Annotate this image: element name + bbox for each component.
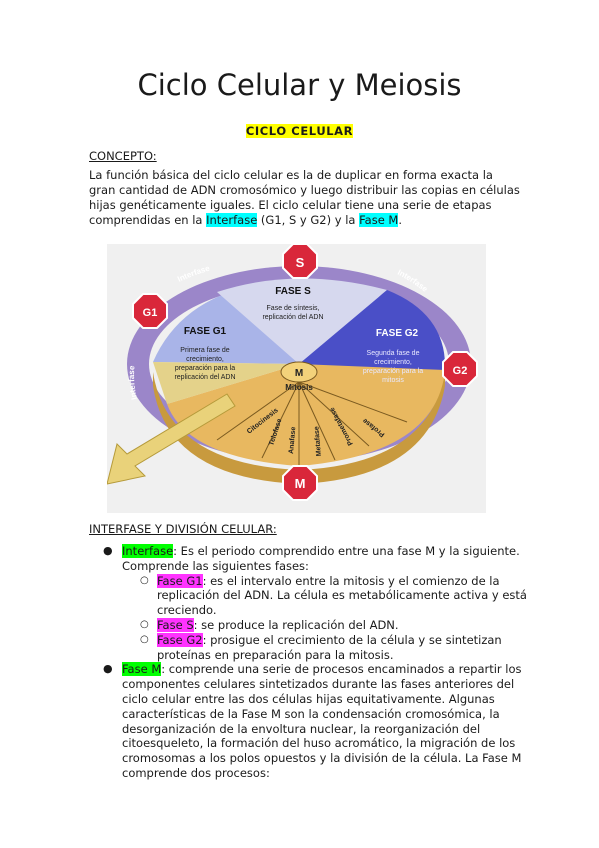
metafase-label: Metafase	[313, 426, 323, 457]
division-list: ● Interfase: Es el periodo comprendido e…	[100, 544, 530, 781]
bullet-icon: ●	[103, 662, 113, 676]
sector-g2	[299, 290, 446, 372]
s-text: : se produce la replicación del ADN.	[193, 617, 399, 632]
fase-g1-desc-1: Primera fase de	[180, 347, 230, 354]
fase-s-desc-2: replicación del ADN	[262, 314, 323, 321]
badge-g2: G2	[442, 351, 478, 387]
svg-text:M: M	[295, 476, 306, 491]
concepto-text-1: La función básica del ciclo celular es l…	[89, 168, 520, 227]
fase-g1-desc-4: replicación del ADN	[174, 374, 235, 381]
section-subtitle: CICLO CELULAR	[0, 124, 599, 138]
center-m-label: M	[295, 368, 303, 379]
document-title: Ciclo Celular y Meiosis	[137, 68, 462, 102]
concepto-paragraph: La función básica del ciclo celular es l…	[89, 168, 521, 228]
badge-m: M	[282, 465, 318, 501]
interfase-sublist: ○ Fase G1: es el intervalo entre la mito…	[122, 573, 530, 663]
cell-cycle-figure: M Mitosis FASE S Fase de síntesis, repli…	[107, 244, 486, 513]
interfase-highlight: Interfase	[206, 213, 258, 227]
fase-m-highlight: Fase M	[359, 213, 399, 227]
concepto-text-2: (G1, S y G2) y la	[257, 213, 360, 227]
svg-text:G2: G2	[453, 365, 468, 377]
interfase-item-text: : Es el periodo comprendido entre una fa…	[122, 544, 520, 573]
fase-s-desc-1: Fase de síntesis,	[267, 305, 320, 312]
subtitle-text: CICLO CELULAR	[245, 124, 354, 138]
sublist-item-s: ○ Fase S: se produce la replicación del …	[122, 617, 530, 633]
fase-g1-desc-3: preparación para la	[175, 365, 235, 372]
fase-g1-title: FASE G1	[184, 326, 227, 337]
anafase-label: Anafase	[288, 426, 297, 454]
circle-bullet-icon: ○	[140, 618, 149, 630]
fase-g2-desc-2: crecimiento,	[374, 359, 412, 366]
interfase-item-label: Interfase	[122, 544, 174, 558]
fase-m-item-label: Fase M	[122, 662, 162, 677]
fase-g2-desc-3: preparación para la	[363, 368, 423, 375]
fase-m-item-text: : comprende una serie de procesos encami…	[122, 662, 522, 780]
fase-g2-desc-4: mitosis	[382, 377, 404, 384]
fase-g2-desc-1: Segunda fase de	[367, 350, 420, 357]
g1-label: Fase G1	[157, 573, 203, 588]
list-item-fase-m: ● Fase M: comprende una serie de proceso…	[100, 662, 530, 780]
arrow-shape	[107, 393, 236, 485]
g2-text: : prosigue el crecimiento de la célula y…	[157, 632, 502, 662]
cell-cycle-diagram: M Mitosis FASE S Fase de síntesis, repli…	[107, 244, 478, 501]
badge-g1: G1	[132, 293, 168, 329]
fase-s-title: FASE S	[275, 286, 311, 297]
sector-m	[167, 364, 445, 466]
sublist-item-g2: ○ Fase G2: prosigue el crecimiento de la…	[122, 632, 530, 663]
list-item-interfase: ● Interfase: Es el periodo comprendido e…	[100, 544, 530, 662]
interfase-label-left: Interfase	[127, 365, 139, 401]
concepto-heading: CONCEPTO:	[89, 149, 157, 163]
s-label: Fase S	[157, 617, 194, 632]
mitosis-label: Mitosis	[285, 383, 313, 392]
circle-bullet-icon: ○	[140, 633, 149, 645]
circle-bullet-icon: ○	[140, 574, 149, 586]
g1-text: : es el intervalo entre la mitosis y el …	[157, 573, 527, 618]
division-heading: INTERFASE Y DIVISIÓN CELULAR:	[89, 522, 277, 536]
badge-s: S	[282, 244, 318, 279]
svg-text:S: S	[296, 255, 305, 270]
g2-label: Fase G2	[157, 632, 203, 647]
svg-text:G1: G1	[143, 307, 158, 319]
fase-g2-title: FASE G2	[376, 328, 419, 339]
sector-s	[217, 278, 387, 364]
bullet-icon: ●	[103, 544, 113, 557]
concepto-text-3: .	[398, 213, 403, 227]
sublist-item-g1: ○ Fase G1: es el intervalo entre la mito…	[122, 573, 530, 618]
fase-g1-desc-2: crecimiento,	[186, 356, 224, 363]
interfase-label-top: Interfase	[176, 264, 211, 284]
